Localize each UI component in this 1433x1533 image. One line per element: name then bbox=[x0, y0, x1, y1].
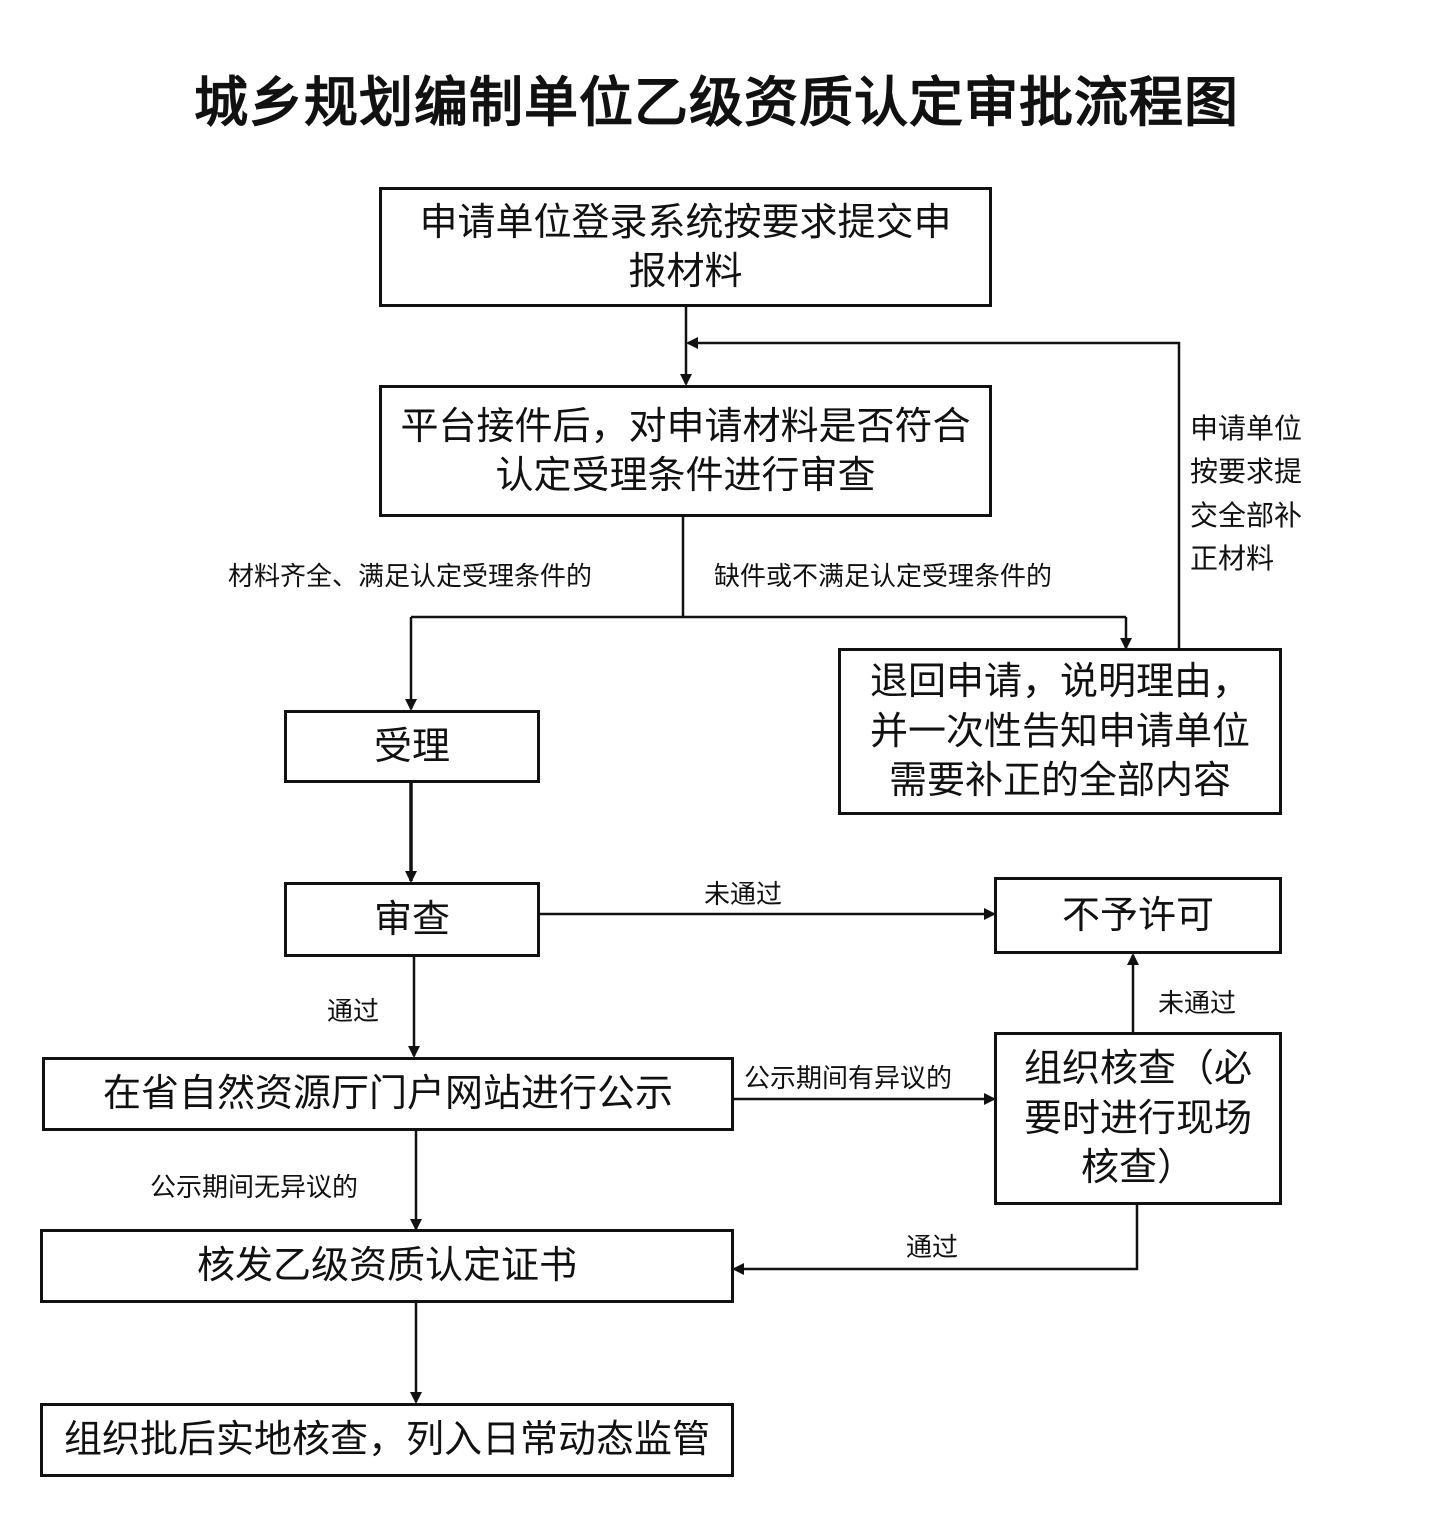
node-publicize-text: 在省自然资源厅门户网站进行公示 bbox=[102, 1071, 673, 1116]
node-examine-text: 审查 bbox=[373, 896, 450, 941]
edge-label-incomplete: 缺件或不满足认定受理条件的 bbox=[714, 562, 1053, 592]
node-deny: 不予许可 bbox=[994, 877, 1282, 954]
edge-label-exam-pass: 通过 bbox=[327, 997, 380, 1027]
node-supervise: 组织批后实地核查，列入日常动态监管 bbox=[40, 1403, 734, 1477]
node-accept-text: 受理 bbox=[373, 723, 450, 768]
edge-label-resubmit: 申请单位 按要求提 交全部补 正材料 bbox=[1190, 412, 1303, 576]
node-accept: 受理 bbox=[284, 710, 540, 783]
node-supervise-text: 组织批后实地核查，列入日常动态监管 bbox=[63, 1417, 710, 1462]
edge-label-complete: 材料齐全、满足认定受理条件的 bbox=[228, 562, 593, 592]
arrow-resubmit-loop bbox=[686, 337, 1181, 648]
node-publicize: 在省自然资源厅门户网站进行公示 bbox=[42, 1057, 734, 1131]
node-issue-text: 核发乙级资质认定证书 bbox=[196, 1243, 577, 1288]
edge-label-no-objection: 公示期间无异议的 bbox=[150, 1173, 359, 1203]
node-review-conditions-text: 平台接件后，对申请材料是否符合 认定受理条件进行审查 bbox=[400, 403, 971, 497]
node-issue: 核发乙级资质认定证书 bbox=[40, 1229, 734, 1303]
edge-label-verify-pass: 通过 bbox=[906, 1233, 959, 1263]
edge-label-exam-fail: 未通过 bbox=[704, 880, 783, 910]
node-return: 退回申请，说明理由， 并一次性告知申请单位 需要补正的全部内容 bbox=[838, 648, 1282, 815]
arrow-verify-to-issue bbox=[732, 1205, 1139, 1275]
node-deny-text: 不予许可 bbox=[1061, 892, 1214, 937]
node-submit: 申请单位登录系统按要求提交申 报材料 bbox=[379, 187, 992, 307]
node-verify: 组织核查（必 要时进行现场 核查） bbox=[994, 1032, 1282, 1205]
node-examine: 审查 bbox=[284, 882, 540, 957]
page-title: 城乡规划编制单位乙级资质认定审批流程图 bbox=[194, 71, 1239, 134]
node-submit-text: 申请单位登录系统按要求提交申 报材料 bbox=[419, 199, 952, 293]
node-verify-text: 组织核查（必 要时进行现场 核查） bbox=[1023, 1046, 1252, 1190]
node-review-conditions: 平台接件后，对申请材料是否符合 认定受理条件进行审查 bbox=[379, 385, 992, 517]
edge-label-verify-fail: 未通过 bbox=[1158, 989, 1237, 1019]
edge-label-objection: 公示期间有异议的 bbox=[744, 1064, 953, 1094]
node-return-text: 退回申请，说明理由， 并一次性告知申请单位 需要补正的全部内容 bbox=[869, 659, 1250, 803]
